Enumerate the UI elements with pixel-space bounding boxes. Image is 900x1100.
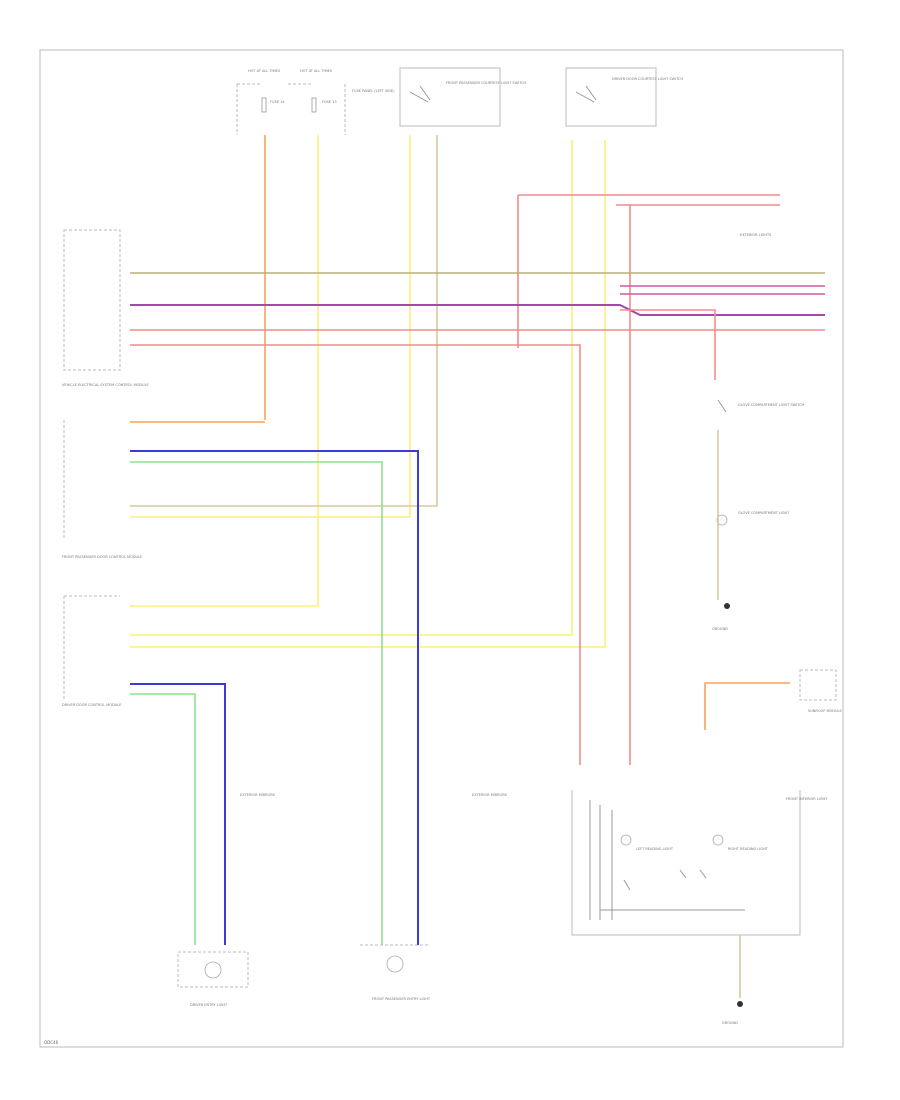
glove-light: GLOVE COMPARTMENT LIGHT — [716, 511, 790, 526]
glove-light-label: GLOVE COMPARTMENT LIGHT — [738, 511, 790, 515]
wire-blue-driver — [130, 683, 226, 945]
wire-yellow-driver-switch — [130, 140, 573, 636]
wire-green-driver — [130, 693, 196, 945]
fuse-b-top-label: HOT AT ALL TIMES — [300, 69, 333, 73]
fuse-b-label: FUSE 13 — [322, 100, 337, 104]
ground-g1-label: GROUND — [712, 627, 728, 631]
wire-yellow-driver-2 — [130, 140, 606, 648]
wire-tan-pass — [130, 135, 438, 507]
front-interior-light-label: FRONT INTERIOR LIGHT — [786, 797, 828, 801]
wire-orange-fuse — [130, 135, 266, 423]
fuse-b: HOT AT ALL TIMES FUSE 13 — [288, 69, 346, 135]
wire-magenta-row — [620, 285, 825, 295]
footer-code: ODC46 — [44, 1040, 59, 1045]
sunroof-module: SUNROOF MODULE — [799, 669, 842, 713]
passenger-door-module: FRONT PASSENGER DOOR CONTROL MODULE — [62, 420, 142, 559]
wire-orange-sunroof — [704, 682, 790, 730]
wires — [130, 135, 825, 998]
driver-door-module: DRIVER DOOR CONTROL MODULE — [62, 595, 121, 707]
passenger-door-module-label: FRONT PASSENGER DOOR CONTROL MODULE — [62, 555, 142, 559]
fuse-a-label: FUSE 14 — [270, 100, 285, 104]
electrical-module-label: VEHICLE ELECTRICAL SYSTEM CONTROL MODULE — [62, 383, 149, 387]
wire-red-top — [517, 194, 780, 348]
fuse-a-top-label: HOT AT ALL TIMES — [248, 69, 281, 73]
ext-mirror-1-label: EXTERIOR MIRRORS — [240, 793, 276, 797]
right-reading-light-label: RIGHT READING LIGHT — [728, 847, 769, 851]
wire-green-pass — [130, 461, 383, 945]
wire-yellow-pass-switch — [130, 135, 411, 518]
wire-purple-row — [130, 304, 825, 316]
wire-red-left — [130, 344, 581, 765]
driver-door-switch-label: DRIVER DOOR COURTESY LIGHT SWITCH — [612, 77, 683, 81]
glove-switch: GLOVE COMPARTMENT LIGHT SWITCH — [717, 399, 805, 413]
passenger-entry-light: FRONT PASSENGER ENTRY LIGHT — [360, 944, 431, 1001]
wire-blue-pass — [130, 450, 419, 945]
ground-g1: GROUND — [712, 603, 730, 631]
passenger-entry-light-label: FRONT PASSENGER ENTRY LIGHT — [372, 997, 431, 1001]
electrical-module: VEHICLE ELECTRICAL SYSTEM CONTROL MODULE — [62, 229, 149, 387]
diagram-border — [39, 49, 844, 1048]
driver-door-module-label: DRIVER DOOR CONTROL MODULE — [62, 703, 121, 707]
glove-switch-label: GLOVE COMPARTMENT LIGHT SWITCH — [738, 403, 805, 407]
passenger-door-switch-label: FRONT PASSENGER COURTESY LIGHT SWITCH — [446, 81, 527, 85]
driver-entry-light-label: DRIVER ENTRY LIGHT — [190, 1003, 228, 1007]
wire-red-top-2 — [616, 204, 780, 765]
fuse-panel-label: FUSE PANEL (LEFT SIDE) — [352, 89, 395, 93]
exterior-lights-label: EXTERIOR LIGHTS — [740, 233, 772, 237]
ground-g2-label: GROUND — [722, 1021, 738, 1025]
fuse-a: HOT AT ALL TIMES FUSE 14 — [236, 69, 285, 135]
ground-g2: GROUND — [722, 1001, 743, 1025]
ext-mirror-2-label: EXTERIOR MIRRORS — [472, 793, 508, 797]
wire-pink-glove — [620, 309, 716, 380]
sunroof-label: SUNROOF MODULE — [808, 709, 842, 713]
driver-door-switch: DRIVER DOOR COURTESY LIGHT SWITCH — [565, 67, 683, 127]
driver-entry-light: DRIVER ENTRY LIGHT — [177, 951, 249, 1007]
front-interior-light: FRONT INTERIOR LIGHT LEFT READING LIGHT … — [571, 790, 828, 936]
wire-yellow-fuse — [130, 135, 319, 607]
left-reading-light-label: LEFT READING LIGHT — [636, 847, 674, 851]
passenger-door-switch: FRONT PASSENGER COURTESY LIGHT SWITCH — [399, 67, 527, 127]
